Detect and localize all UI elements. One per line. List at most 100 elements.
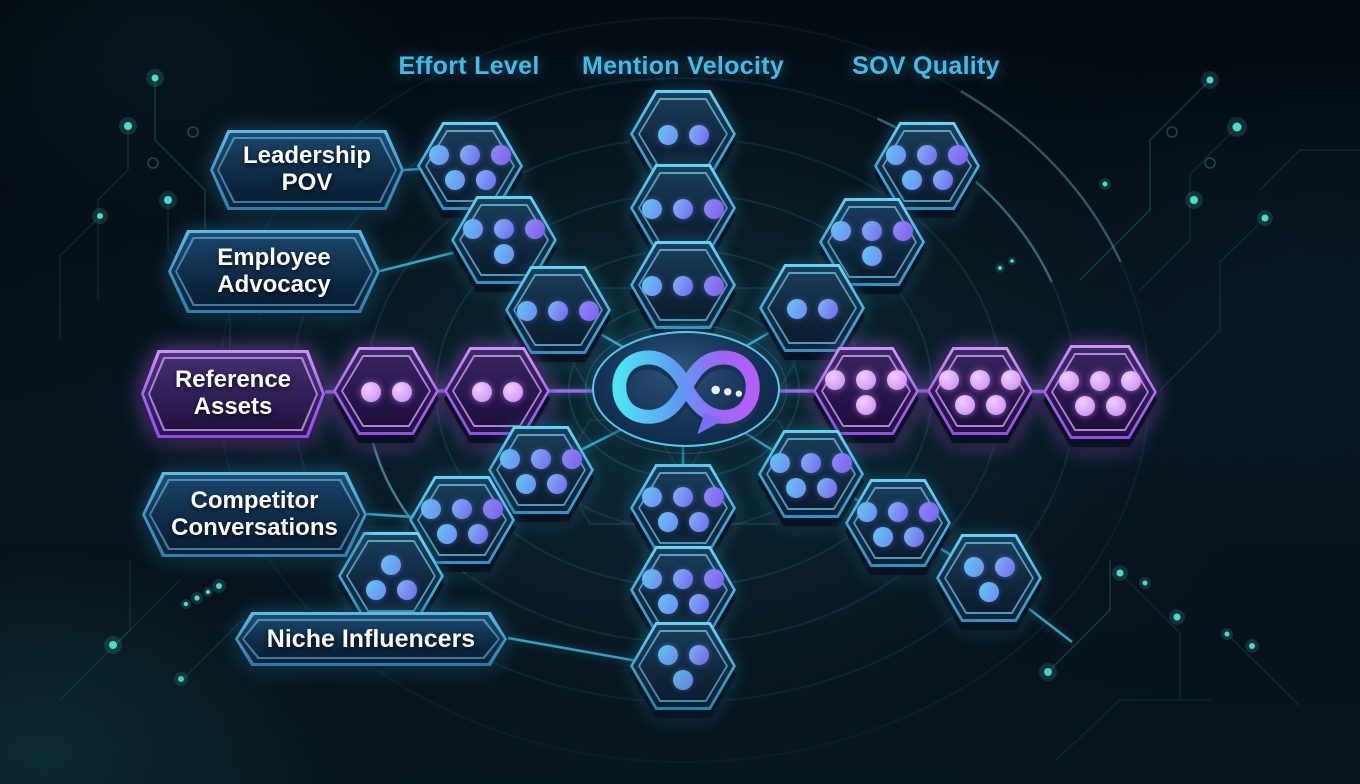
score-dots [630, 166, 736, 252]
score-dot [546, 473, 567, 494]
hex-core [855, 489, 941, 557]
score-dot [562, 448, 582, 469]
hex-node-R4 [927, 347, 1033, 443]
score-dot [642, 199, 662, 219]
score-dot-row [862, 245, 882, 266]
score-dot [436, 523, 457, 544]
score-dot [463, 218, 483, 239]
hex-node-M4 [630, 464, 736, 560]
score-dot [704, 276, 724, 296]
score-dot [391, 382, 412, 402]
score-dot [515, 473, 536, 494]
score-dot [688, 511, 709, 532]
score-dot-row [831, 220, 913, 241]
score-dot [673, 276, 693, 296]
score-dot [954, 394, 975, 415]
score-dots [936, 536, 1042, 622]
badge-core [151, 481, 358, 548]
score-dot-row [517, 301, 599, 321]
score-dot [475, 169, 496, 190]
score-dot-row [365, 579, 417, 600]
score-dot [642, 486, 662, 507]
score-dot [888, 501, 908, 522]
column-header-effort-level: Effort Level [398, 52, 540, 80]
score-dot-row [500, 448, 582, 469]
badge-core [177, 239, 371, 304]
score-dot-row [963, 556, 1015, 577]
glow-dots [92, 69, 1273, 686]
score-dot [862, 220, 882, 241]
score-dot [1090, 370, 1110, 391]
badge-core [244, 621, 498, 657]
hex-node-M1 [630, 90, 736, 186]
score-dot [460, 144, 480, 165]
score-dot [452, 498, 472, 519]
score-dot-row [429, 144, 511, 165]
score-dots [813, 349, 919, 435]
score-dot [832, 452, 852, 473]
score-dots [333, 349, 439, 435]
hex-node-R1 [333, 347, 439, 443]
score-dot [979, 581, 999, 602]
hex-node-R3 [813, 347, 919, 443]
score-dot [525, 218, 545, 239]
score-dots [630, 92, 736, 178]
score-dot [939, 369, 959, 390]
hex-core [427, 132, 513, 200]
score-dot-row [786, 299, 838, 319]
hex-core [769, 274, 855, 342]
score-dot [917, 144, 937, 165]
score-dot [985, 394, 1006, 415]
score-dots [630, 466, 736, 552]
score-dot [801, 452, 821, 473]
score-dot-row [657, 511, 709, 532]
score-dot [704, 199, 724, 219]
row-label-niche-influencers: Niche Influencers [235, 612, 507, 666]
score-dot [963, 556, 984, 577]
score-dot [360, 382, 381, 402]
score-dot [657, 511, 678, 532]
row-label-employee-advocacy: Employee Advocacy [168, 230, 380, 313]
score-dots [338, 534, 444, 620]
score-dots [1043, 347, 1157, 439]
circuit-traces [59, 78, 1360, 761]
score-dot-row [436, 523, 488, 544]
score-dot [365, 579, 386, 600]
score-dot [1105, 395, 1126, 416]
row-label-leadership-pov: Leadership POV [210, 130, 404, 210]
score-dot [396, 579, 417, 600]
row-label-text: Leadership POV [242, 142, 372, 196]
center-logo-node [585, 324, 787, 454]
score-dot-row [1074, 395, 1126, 416]
speech-tail [697, 413, 724, 435]
hex-node-C3 [936, 534, 1042, 630]
score-dot-row [463, 218, 545, 239]
score-dot-row [901, 169, 953, 190]
score-dot [642, 276, 662, 296]
infinity-chat-logo-icon [611, 350, 761, 435]
hex-node-S1 [874, 122, 980, 218]
score-dot [642, 568, 662, 589]
score-dot-row [360, 382, 412, 402]
score-dots [417, 124, 523, 210]
score-dot [901, 169, 922, 190]
score-dot-row [979, 581, 999, 602]
score-dot-row [857, 501, 939, 522]
hex-core [884, 132, 970, 200]
hex-node-R5 [1043, 345, 1157, 447]
score-dot-row [673, 669, 693, 690]
score-dots [927, 349, 1033, 435]
hex-core [419, 486, 505, 554]
row-label-text: Competitor Conversations [171, 486, 338, 541]
score-dot-row [515, 473, 567, 494]
score-dot [673, 199, 693, 219]
score-dot [673, 568, 693, 589]
hex-node-S3 [759, 264, 865, 360]
edge-cyan [507, 636, 655, 666]
score-dot [673, 669, 693, 690]
score-dots [759, 266, 865, 352]
score-dot [994, 556, 1015, 577]
score-dot-row [872, 526, 924, 547]
score-dot-row [954, 394, 1006, 415]
score-dot [444, 169, 465, 190]
